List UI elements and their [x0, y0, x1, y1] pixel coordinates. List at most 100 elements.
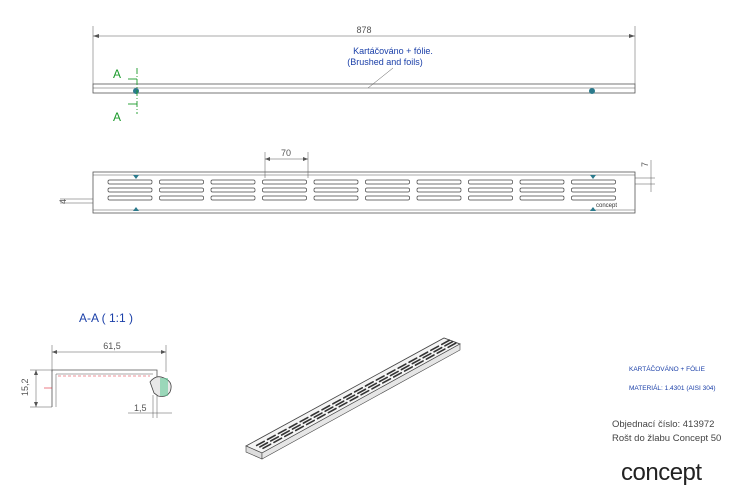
dim-right-label: 7 [640, 162, 650, 167]
grating-slot [468, 187, 513, 193]
iso-slot [364, 381, 374, 387]
grating-slot [107, 179, 153, 185]
iso-slot [419, 351, 429, 358]
grating-slot [159, 195, 204, 201]
iso-side-face [261, 343, 461, 460]
concept-logo: concept [621, 459, 702, 486]
notes-block: KARTÁČOVÁNO + FÓLIE MATERIÁL: 1.4301 (AI… [612, 364, 721, 486]
iso-slot [386, 369, 396, 375]
iso-slot [280, 430, 291, 436]
iso-slot [273, 437, 283, 444]
grating-slot [519, 179, 565, 185]
front-brand-mark: concept [596, 203, 617, 209]
grating-top-outline [92, 83, 636, 94]
dim-slot-label: 70 [281, 148, 291, 158]
iso-slot [327, 407, 337, 414]
iso-slot [397, 363, 407, 369]
iso-slot [353, 386, 364, 393]
front-pin-bottom-right [590, 207, 596, 211]
iso-slot [346, 394, 356, 401]
iso-slot [299, 416, 309, 423]
note-material: MATERIÁL: 1.4301 (AISI 304) [629, 383, 716, 392]
sec-dim-thk-label: 1,5 [134, 403, 147, 413]
grating-slot [519, 187, 565, 193]
iso-slot [425, 354, 435, 360]
iso-slot [255, 440, 266, 447]
sec-dim-height-label: 15,2 [20, 378, 30, 396]
iso-slot [294, 425, 305, 432]
section-view: A-A ( 1:1 ) 61,5 15,2 1,5 [20, 311, 172, 418]
iso-slot [403, 366, 414, 372]
iso-slot [444, 340, 454, 347]
grating-slot [571, 195, 616, 201]
grating-front-outline [92, 171, 636, 214]
grating-slot [159, 179, 204, 185]
iso-slot [288, 422, 298, 429]
section-mark-bottom: A [113, 110, 121, 124]
iso-slot [313, 412, 323, 418]
iso-slot [269, 435, 280, 442]
iso-slot [414, 360, 424, 366]
grating-slot [416, 187, 462, 193]
order-number: Objednací číslo: 413972 [612, 419, 714, 430]
grating-slot [313, 187, 359, 193]
iso-slot [305, 419, 316, 426]
iso-slot [262, 443, 272, 450]
iso-slot [291, 424, 301, 430]
grating-slot [416, 179, 462, 185]
product-name: Rošt do žlabu Concept 50 [612, 433, 721, 444]
grating-slot [313, 195, 359, 201]
fixing-pin-left [133, 88, 139, 94]
isometric-view [245, 337, 461, 460]
grating-slot [365, 187, 410, 193]
iso-slot-pattern [255, 339, 457, 450]
iso-slot [324, 406, 334, 413]
finish-leader [367, 67, 394, 89]
grating-slot [262, 187, 307, 193]
top-view: 878 Kartáčováno + fólie. (Brushed and fo… [92, 25, 636, 124]
iso-slot [335, 400, 345, 407]
front-view: 70 concept 7 4 [58, 148, 655, 214]
grating-slot [416, 195, 462, 201]
profile-outer [51, 369, 158, 407]
grating-slot [571, 179, 616, 185]
iso-slot [440, 339, 451, 346]
dim-left-label: 4 [58, 199, 68, 204]
iso-slot [349, 395, 359, 402]
iso-slot [342, 392, 353, 399]
iso-slot [430, 345, 440, 352]
grating-slot [210, 195, 256, 201]
section-mark-top: A [113, 67, 121, 81]
fixing-pin-right [589, 88, 595, 94]
iso-slot [447, 342, 457, 349]
iso-slot [360, 389, 370, 396]
finish-label-en: (Brushed and foils) [347, 57, 423, 67]
slot-pattern [107, 179, 616, 201]
finish-label-cz: Kartáčováno + fólie. [353, 46, 433, 56]
iso-slot [389, 370, 399, 377]
iso-slot [433, 346, 443, 353]
iso-slot [378, 376, 389, 383]
sec-dim-width-label: 61,5 [103, 341, 121, 351]
front-pin-top-left [133, 175, 139, 179]
profile-seal [160, 378, 168, 396]
dim-arrows-slot [265, 157, 308, 161]
iso-slot [400, 364, 410, 371]
grating-slot [262, 179, 307, 185]
iso-slot [316, 413, 326, 420]
iso-slot [367, 382, 378, 389]
front-pin-top-right [590, 175, 596, 179]
grating-slot [159, 187, 204, 193]
front-pin-bottom-left [133, 207, 139, 211]
iso-slot [266, 434, 276, 441]
iso-slot [284, 431, 294, 438]
dim-length-label: 878 [356, 25, 371, 35]
grating-slot [468, 195, 513, 201]
iso-slot [371, 383, 381, 390]
iso-slot [375, 375, 385, 381]
grating-slot [519, 195, 565, 201]
iso-slot [382, 377, 392, 384]
grating-slot [107, 195, 153, 201]
iso-slot [332, 398, 342, 405]
iso-slot [411, 358, 421, 365]
